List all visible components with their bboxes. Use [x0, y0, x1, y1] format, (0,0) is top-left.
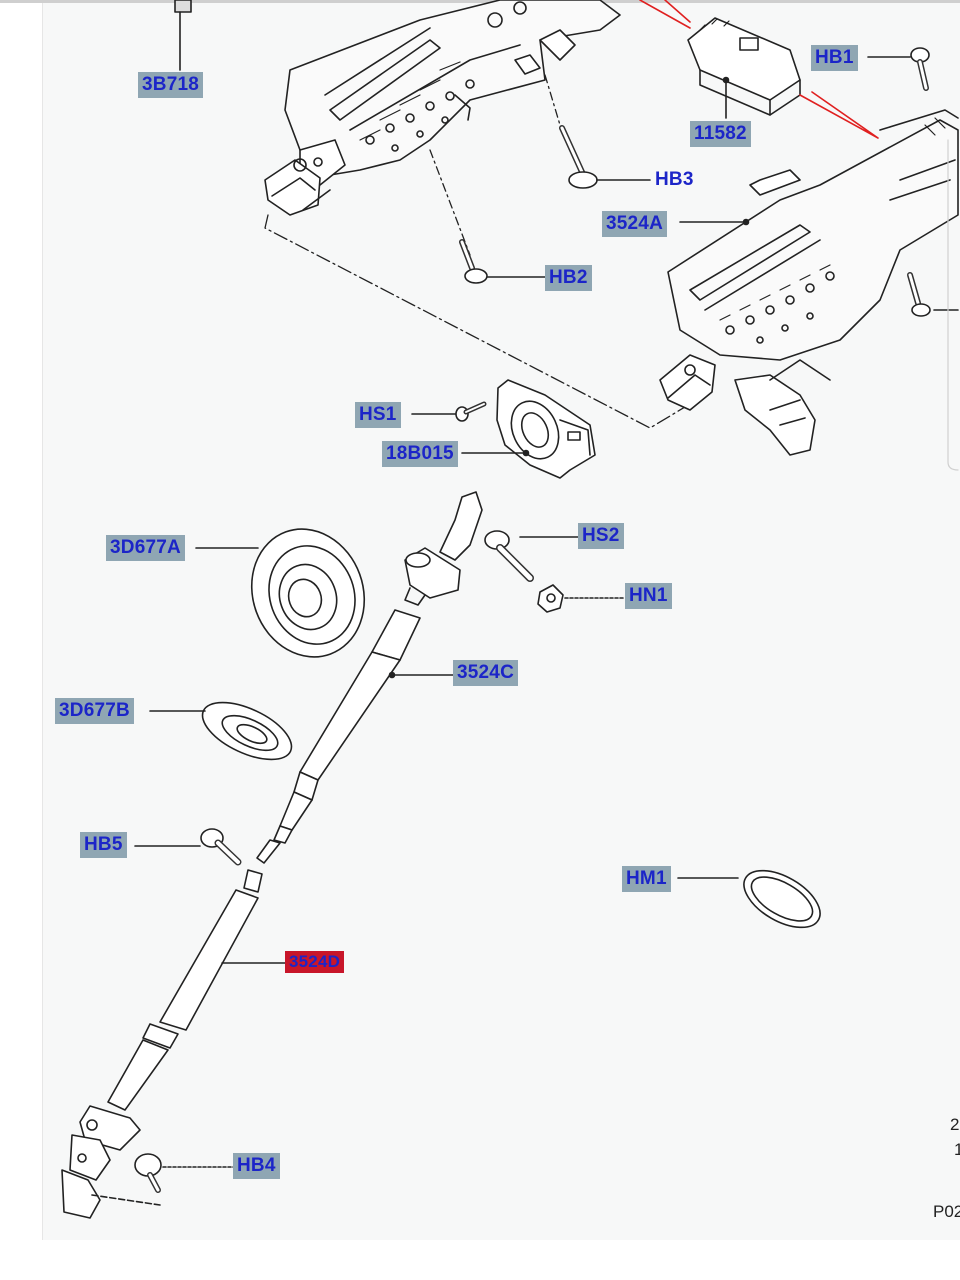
- bolt-hs2: [484, 530, 579, 582]
- part-hm1: [677, 869, 821, 929]
- callout-hn1[interactable]: HN1: [625, 583, 672, 609]
- callout-hs2[interactable]: HS2: [578, 523, 624, 549]
- callout-hb2[interactable]: HB2: [545, 265, 592, 291]
- edge-ref-digit-1: 2: [950, 1115, 960, 1134]
- part-3d677a: [195, 528, 366, 658]
- part-18b015: [461, 379, 596, 479]
- callout-3d677a[interactable]: 3D677A: [106, 535, 185, 561]
- callout-hs1[interactable]: HS1: [355, 402, 401, 428]
- callout-3524d-highlighted[interactable]: 3524D: [285, 951, 345, 973]
- part-3524a: [659, 109, 959, 456]
- callout-11582[interactable]: 11582: [690, 121, 751, 147]
- bolt-hb1: [867, 47, 930, 91]
- part-3524d: [61, 869, 286, 1219]
- callout-18b015[interactable]: 18B015: [382, 441, 458, 467]
- part-upper-column-left: [264, 0, 621, 216]
- assembly-outline: [264, 214, 691, 429]
- callout-hm1[interactable]: HM1: [622, 866, 671, 892]
- bolt-hb3: [559, 125, 651, 189]
- callout-hb4[interactable]: HB4: [233, 1153, 280, 1179]
- part-11582: [639, 0, 879, 139]
- part-3d677b: [149, 701, 293, 761]
- part-3b718: [174, 0, 192, 71]
- page-code: P02: [933, 1202, 960, 1221]
- callout-hb3[interactable]: HB3: [655, 169, 694, 190]
- bolt-hb5: [134, 828, 242, 866]
- callout-hb1[interactable]: HB1: [811, 45, 858, 71]
- screw-hs1: [411, 401, 487, 422]
- part-3524c: [256, 491, 483, 864]
- bolt-hb2: [459, 239, 546, 284]
- right-panel-edge: [947, 139, 959, 471]
- callout-3524a[interactable]: 3524A: [602, 211, 667, 237]
- callout-hb5[interactable]: HB5: [80, 832, 127, 858]
- callout-3524c[interactable]: 3524C: [453, 660, 518, 686]
- bolt-right-edge: [907, 272, 959, 317]
- callout-3d677b[interactable]: 3D677B: [55, 698, 134, 724]
- top-border: [0, 0, 960, 3]
- edge-ref-digit-2: 1: [954, 1140, 960, 1159]
- bolt-hb4: [134, 1153, 237, 1193]
- bottom-margin: [0, 1240, 960, 1280]
- callout-3b718[interactable]: 3B718: [138, 72, 203, 98]
- nut-hn1: [537, 584, 626, 613]
